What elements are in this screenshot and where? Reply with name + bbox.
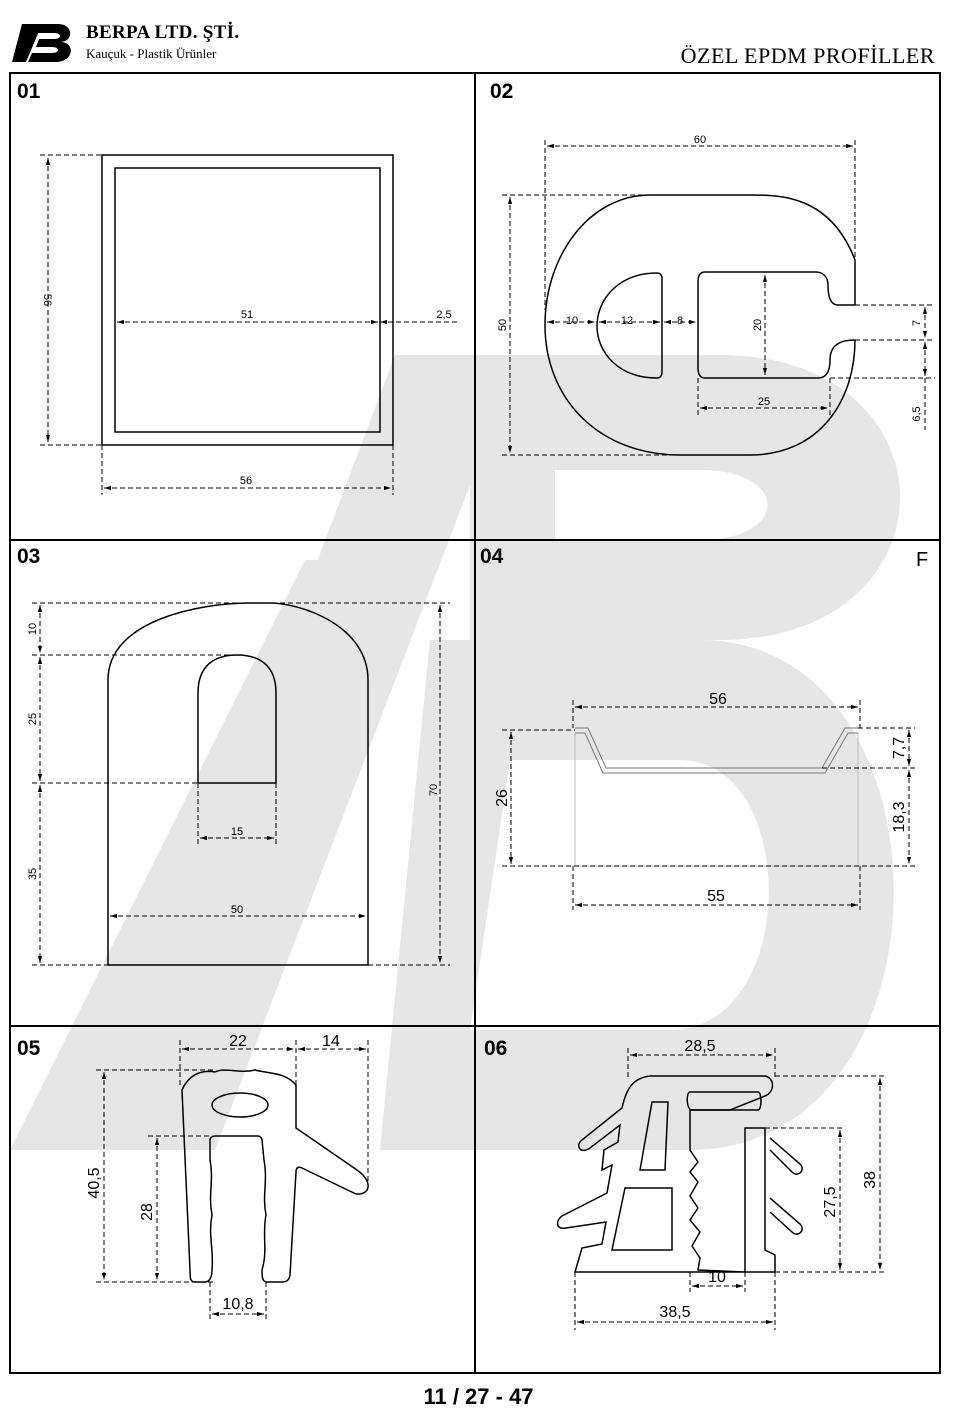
- profile-02-dim-width: 60: [694, 134, 706, 146]
- profile-05-dim-22: 22: [229, 1033, 247, 1050]
- profile-05-dim-14: 14: [322, 1033, 340, 1050]
- profile-01-drawing: 56 51 2,5 56: [40, 154, 460, 495]
- profile-02-dim-12: 12: [621, 315, 633, 327]
- profile-06-dim-10: 10: [708, 1269, 726, 1286]
- profile-02-dim-6-5: 6,5: [911, 406, 923, 421]
- profile-02-dim-10: 10: [566, 315, 578, 327]
- profile-01-dim-outer-h: 56: [41, 294, 53, 306]
- profile-05-dim-10-8: 10,8: [222, 1296, 253, 1313]
- company-logo-icon: [12, 24, 71, 62]
- profile-05-number: 05: [17, 1037, 41, 1060]
- document-title: ÖZEL EPDM PROFİLLER: [680, 43, 935, 68]
- profile-04-number: 04: [480, 545, 504, 568]
- profile-02-drawing: 60 50 10 12 8 20 7 25 6,5: [497, 134, 935, 456]
- profile-04-dim-lower: 18,3: [891, 801, 908, 832]
- profile-04-dim-lip: 7,7: [891, 737, 908, 759]
- profile-03-drawing: 10 25 35 70 15 50: [27, 602, 450, 966]
- profile-04-dim-height: 26: [494, 789, 511, 807]
- profile-05-dim-28: 28: [139, 1203, 156, 1221]
- profile-04-drawing: 56 26 7,7 18,3 55: [494, 691, 915, 910]
- profile-01-dim-outer-w: 56: [240, 475, 252, 487]
- profile-01-dim-inner-w: 51: [241, 309, 253, 321]
- profile-03-dim-width: 50: [231, 904, 243, 916]
- profile-02-dim-height: 50: [497, 319, 509, 331]
- profile-02-number: 02: [490, 80, 514, 103]
- profile-01-number: 01: [17, 80, 41, 103]
- company-name: BERPA LTD. ŞTİ.: [86, 22, 240, 43]
- profile-04-dim-bottom-w: 55: [707, 888, 725, 905]
- profile-03-dim-slot-w: 15: [231, 826, 243, 838]
- profile-02-dim-25: 25: [758, 396, 770, 408]
- profile-06-dim-38: 38: [862, 1171, 879, 1189]
- profile-06-number: 06: [484, 1037, 508, 1060]
- profile-03-number: 03: [17, 545, 41, 568]
- grid-frame: [9, 72, 941, 1374]
- profile-04-tag: F: [916, 549, 929, 571]
- profile-02-dim-8: 8: [677, 315, 683, 327]
- page-reference: 11 / 27 - 47: [423, 1384, 534, 1409]
- profile-06-dim-38-5: 38,5: [659, 1304, 690, 1321]
- profile-06-dim-27-5: 27,5: [822, 1186, 839, 1217]
- profile-05-dim-40-5: 40,5: [86, 1167, 103, 1198]
- profile-02-dim-20: 20: [752, 319, 764, 331]
- profile-03-dim-base-h: 35: [27, 868, 39, 880]
- profile-05-drawing: 22 14 40,5 28 10,8: [86, 1033, 369, 1322]
- profile-06-drawing: 28,5 38 27,5 10 38,5: [556, 1038, 885, 1330]
- profile-03-dim-height: 70: [428, 784, 440, 796]
- profile-02-dim-7: 7: [911, 320, 923, 326]
- profile-01-dim-wall: 2,5: [436, 309, 451, 321]
- profile-04-dim-top-w: 56: [709, 691, 727, 708]
- profile-06-dim-top-w: 28,5: [684, 1038, 715, 1055]
- profile-03-dim-top: 10: [27, 623, 39, 635]
- company-tagline: Kauçuk - Plastik Ürünler: [86, 46, 217, 61]
- profile-03-dim-slot-h: 25: [27, 713, 39, 725]
